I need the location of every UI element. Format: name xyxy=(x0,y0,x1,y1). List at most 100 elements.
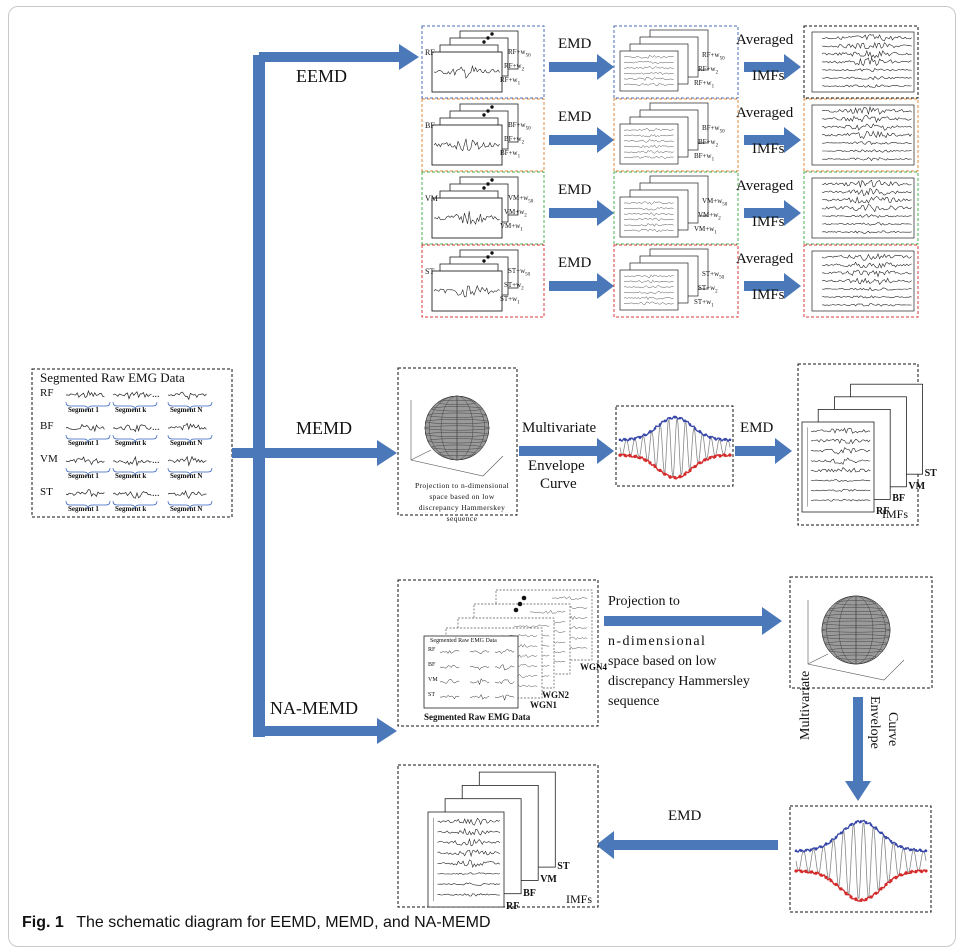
memd-emd-arrowhead xyxy=(775,438,792,464)
env1-lower-dot xyxy=(648,461,652,465)
env2-lower-dot xyxy=(874,891,878,895)
eemd-st-avg-line-0 xyxy=(821,252,912,261)
namemd-inner-signal-bf-1 xyxy=(469,665,490,671)
eemd-rf-avg-line-3 xyxy=(821,57,912,67)
input-brace-vm-2 xyxy=(167,467,213,477)
eemd-section xyxy=(421,25,919,318)
memd-stack-imf-line-2 xyxy=(810,447,871,455)
env2-upper-dot xyxy=(919,849,923,852)
input-signal-st-2 xyxy=(167,490,207,500)
na-imf-stack-imf-line-6 xyxy=(437,882,500,886)
namemd-section xyxy=(397,576,933,913)
eemd-rf-dot-2 xyxy=(490,32,494,36)
eemd-rf-imf-line-2 xyxy=(623,66,674,70)
eemd-st-imf-line-0 xyxy=(623,274,674,278)
eemd-st-averaged-label: Averaged xyxy=(736,251,794,267)
eemd-vm-channel: VM xyxy=(425,194,438,203)
input-ellipsis: ... xyxy=(152,389,160,400)
env1-upper-dot xyxy=(678,416,682,420)
env1-lower-dot xyxy=(618,453,622,457)
memd-stack-label-vm: VM xyxy=(908,480,926,492)
namemd-wgn1-label: WGN1 xyxy=(530,700,557,710)
method-eemd-label: EEMD xyxy=(296,66,347,86)
memd-envelope-plot xyxy=(618,415,732,480)
na-imf-stack-imf-line-0 xyxy=(437,817,501,826)
env2-upper-dot xyxy=(909,848,913,851)
eemd-rf-window-front xyxy=(431,51,503,93)
namemd-emd-arrow-body xyxy=(612,840,778,850)
env1-lower-dot xyxy=(663,472,667,476)
memd-mv-arrow-body xyxy=(519,446,599,456)
eemd-vm-avg-line-1 xyxy=(821,187,912,197)
env1-lower-dot xyxy=(623,453,627,457)
namemd-inner-row-rf: RF xyxy=(428,647,436,653)
env2-lower-dot xyxy=(804,869,808,874)
na-imf-stack-label-bf: BF xyxy=(523,887,536,899)
eemd-st-dot-2 xyxy=(490,251,494,255)
method-memd-label: MEMD xyxy=(296,418,353,438)
eemd-vm-imf-line-2 xyxy=(623,212,674,216)
memd-stack-label-bf: BF xyxy=(892,493,905,505)
input-brace-vm-1 xyxy=(112,467,158,477)
env2-upper-dot xyxy=(804,848,808,852)
input-segment-label: Segment N xyxy=(170,472,203,480)
eemd-st-signal xyxy=(433,285,500,298)
namemd-dot-0 xyxy=(513,607,519,613)
memd-stack-sheet-rf xyxy=(801,421,875,513)
trunk-arrows xyxy=(232,44,419,744)
namemd-proj-line3: space based on low xyxy=(608,654,717,669)
memd-sphere xyxy=(410,395,504,477)
eemd-st-imf-noise-base: ST+w1 xyxy=(694,298,714,309)
env2-lower-dot xyxy=(889,879,893,883)
env1-upper-dot xyxy=(693,427,697,430)
eemd-vm-imf-line-4 xyxy=(623,223,674,227)
eemd-vm-imf-noise-mid: VM+w2 xyxy=(698,211,721,222)
env2-upper-dot xyxy=(924,849,928,853)
namemd-inner-signal-bf-0 xyxy=(439,664,460,669)
namemd-dot-2 xyxy=(521,595,527,601)
eemd-vm-avg-line-5 xyxy=(822,222,912,226)
input-signal-st-0 xyxy=(65,489,105,498)
input-brace-rf-1 xyxy=(112,401,158,411)
env1-upper-dot xyxy=(723,438,727,441)
namemd-proj-line4: discrepancy Hammersley xyxy=(608,674,750,689)
input-ellipsis: ... xyxy=(152,455,160,466)
namemd-emd-label: EMD xyxy=(668,808,702,824)
input-brace-vm-0 xyxy=(65,467,111,477)
na-imf-stack-label-rf: RF xyxy=(506,901,520,912)
eemd-rf-noise-top: RF+w50 xyxy=(508,48,531,59)
env2-lower-dot xyxy=(879,887,883,891)
memd-emd-label: EMD xyxy=(740,420,774,436)
na-imf-stack-imf-line-4 xyxy=(437,859,501,868)
method-namemd-label: NA-MEMD xyxy=(270,698,358,718)
eemd-bf-imf-line-4 xyxy=(623,150,674,154)
env1-upper-dot xyxy=(643,433,647,437)
eemd-rf-averaged-label: Averaged xyxy=(736,32,794,48)
env2-lower-dot xyxy=(839,887,843,891)
na-imf-stack-label-st: ST xyxy=(557,861,570,873)
env1-upper-dot xyxy=(653,427,657,430)
namemd-imf-stack xyxy=(427,771,556,908)
memd-stack-label-st: ST xyxy=(924,468,937,480)
memd-stack-imf-line-5 xyxy=(810,479,871,483)
env2-lower-dot xyxy=(844,891,848,895)
na-imf-stack-imf-line-5 xyxy=(437,872,501,875)
eemd-bf-emd-label: EMD xyxy=(558,109,592,125)
env1-lower-dot xyxy=(653,464,657,469)
eemd-st-imf-line-1 xyxy=(623,279,674,284)
eemd-st-dot-0 xyxy=(482,259,486,263)
env2-upper-dot xyxy=(869,823,873,827)
namemd-arrowhead xyxy=(377,718,397,744)
memd-stack-imf-line-6 xyxy=(810,488,871,492)
eemd-vm-avg-line-2 xyxy=(821,196,912,204)
env2-upper-dot xyxy=(884,835,888,839)
env1-upper-dot xyxy=(673,415,677,419)
env2-lower-dot xyxy=(909,870,913,874)
env1-upper-dot xyxy=(628,437,632,441)
env2-upper-dot xyxy=(814,847,818,850)
eemd-bf-avg-plot xyxy=(811,104,915,166)
memd-stack-imf-line-1 xyxy=(810,438,871,445)
eemd-vm-imf-noise-base: VM+w1 xyxy=(694,225,717,236)
eemd-vm-avg-line-4 xyxy=(822,214,912,218)
eemd-st-avg-line-2 xyxy=(821,269,912,278)
